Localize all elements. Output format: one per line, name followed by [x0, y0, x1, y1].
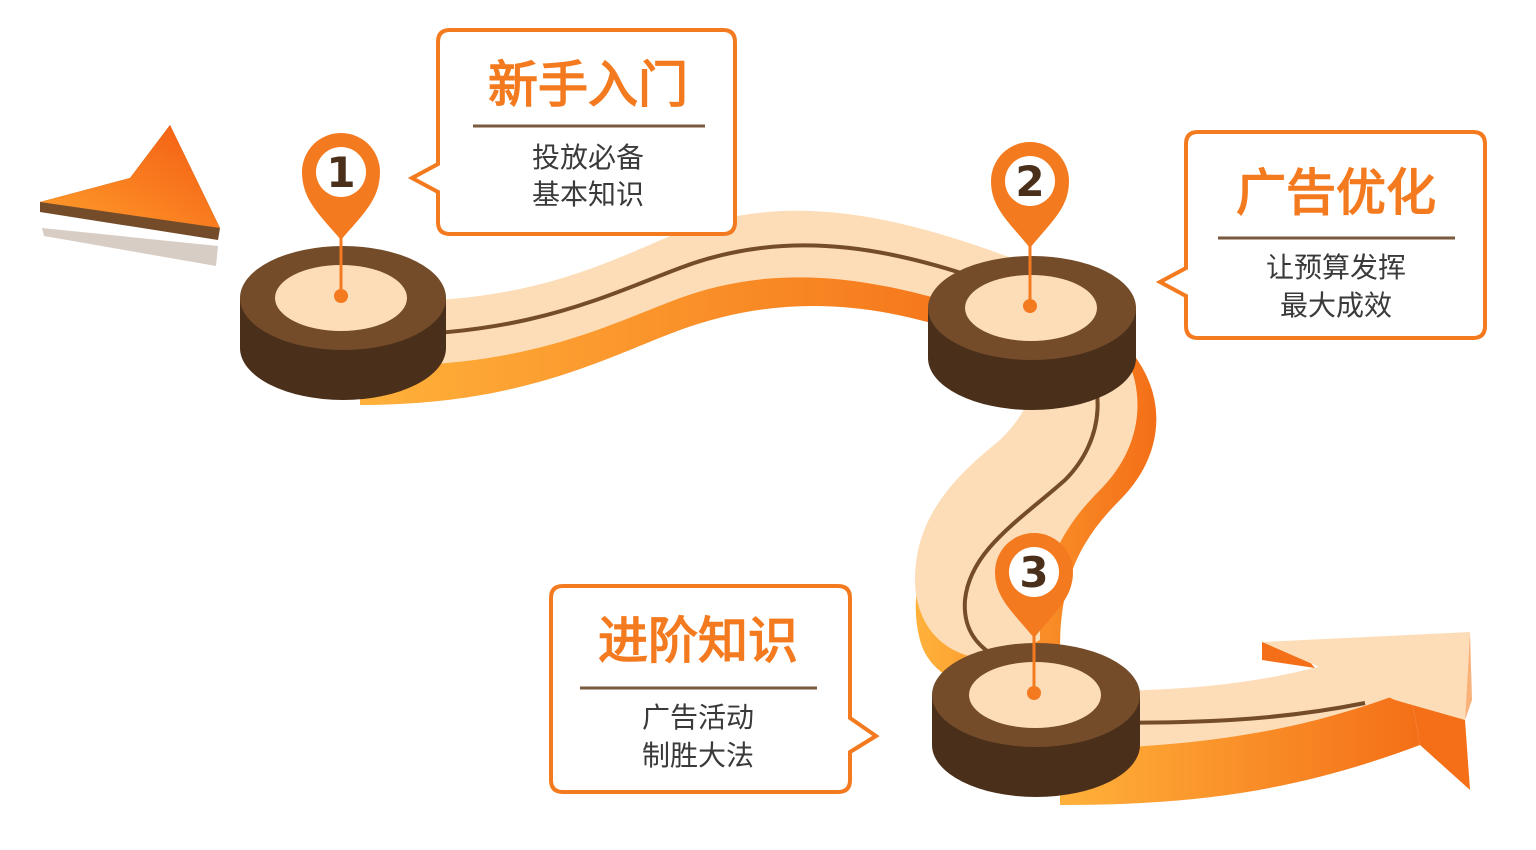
- pin-dot: [1023, 299, 1037, 313]
- road-segment-1-2: [344, 210, 1031, 405]
- platform-3: [932, 643, 1140, 797]
- end-arrow-edge: [1465, 632, 1472, 720]
- end-arrow-top: [1262, 632, 1470, 720]
- pin-dot: [1027, 686, 1041, 700]
- card-line: 基本知识: [532, 178, 644, 211]
- road-segment-2-3: [915, 320, 1157, 700]
- road-side: [1060, 690, 1420, 805]
- road-side: [360, 245, 1030, 405]
- road-centerline: [344, 243, 1031, 338]
- card-line: 最大成效: [1280, 289, 1392, 322]
- callout-card-2: 广告优化 让预算发挥 最大成效: [1155, 130, 1487, 340]
- callout-card-1: 新手入门 投放必备 基本知识: [407, 28, 737, 236]
- card-title: 新手入门: [488, 56, 688, 114]
- platform-2: [928, 256, 1136, 410]
- step-number: 2: [1015, 157, 1044, 206]
- card-line: 广告活动: [642, 701, 754, 734]
- card-title: 进阶知识: [598, 612, 798, 670]
- end-arrow: [1262, 632, 1472, 790]
- card-line: 投放必备: [532, 141, 644, 174]
- step-number: 3: [1019, 548, 1048, 597]
- pin-face: [1009, 547, 1059, 597]
- callout-frame: [1155, 130, 1487, 340]
- pin-1: 1: [302, 132, 380, 303]
- end-arrow-side: [1262, 642, 1315, 668]
- callout-card-3: 进阶知识 广告活动 制胜大法: [549, 584, 880, 794]
- step-number: 1: [326, 148, 355, 197]
- pin-face: [1005, 156, 1055, 206]
- callout-frame: [407, 28, 737, 236]
- pin-face: [316, 147, 366, 197]
- card-line: 让预算发挥: [1266, 251, 1406, 284]
- card-title: 广告优化: [1236, 164, 1436, 222]
- start-arrow: [40, 125, 220, 266]
- pin-3: 3: [995, 533, 1073, 700]
- start-arrow-shadow: [42, 228, 218, 266]
- platform-1: [240, 246, 446, 400]
- road-centerline: [962, 333, 1100, 670]
- pin-2: 2: [991, 142, 1069, 313]
- start-arrow-top: [40, 125, 220, 228]
- card-line: 制胜大法: [642, 739, 754, 772]
- pin-dot: [334, 289, 348, 303]
